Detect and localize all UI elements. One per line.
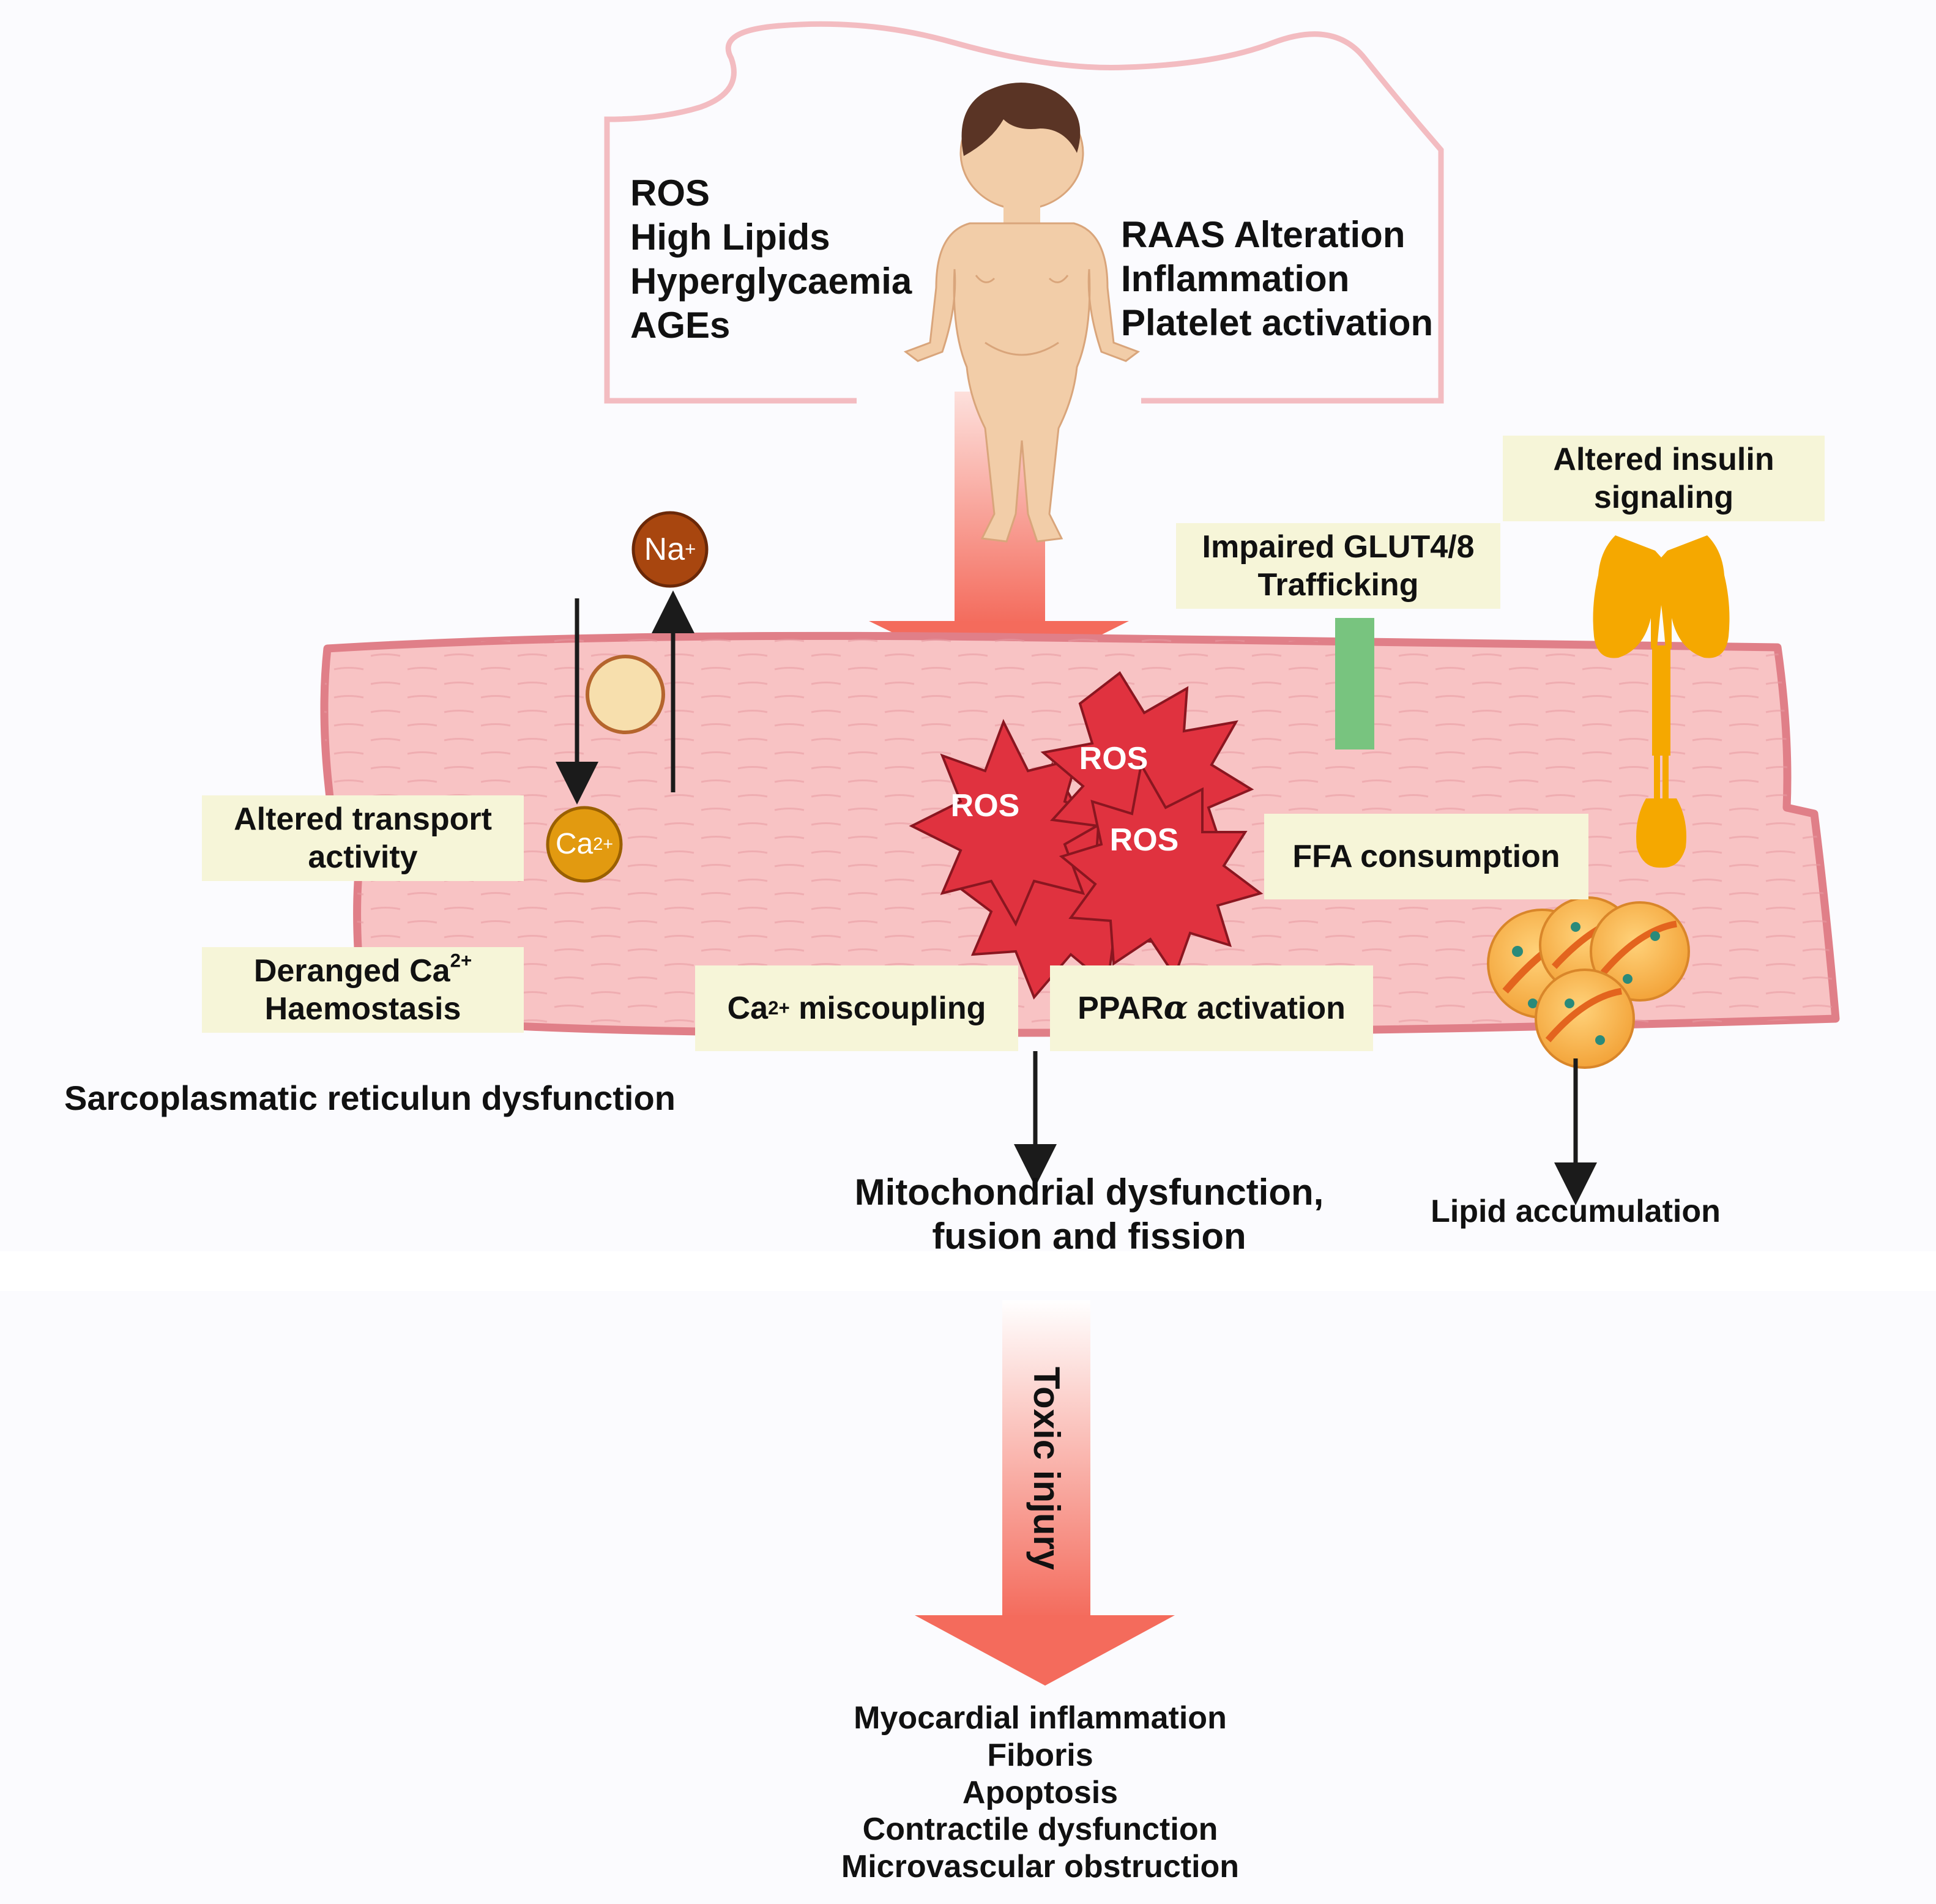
ros-label: ROS — [1079, 740, 1149, 776]
risk-factor: ROS — [630, 173, 710, 214]
patient-frame-outline — [604, 21, 1444, 404]
ros-label: ROS — [1109, 822, 1179, 858]
patient-figure — [903, 83, 1141, 543]
sodium-ion-label: Na+ — [644, 531, 696, 567]
altered-insulin-box: Altered insulin signaling — [1503, 436, 1825, 521]
outcome-item: Myocardial inflammation — [854, 1700, 1227, 1736]
risk-factors-left: ROS High Lipids Hyperglycaemia AGEs — [630, 171, 948, 349]
toxic-arrow-head — [915, 1615, 1175, 1686]
ffa-consumption-box: FFA consumption — [1264, 814, 1588, 899]
outcomes-list: Myocardial inflammation Fiboris Apoptosi… — [734, 1695, 1346, 1891]
insulin-receptor — [1593, 535, 1730, 868]
risk-factor: Platelet activation — [1121, 302, 1434, 343]
glut-transporter — [1335, 618, 1374, 749]
risk-factor: AGEs — [630, 305, 731, 346]
lipid-accumulation-caption: Lipid accumulation — [1431, 1193, 1721, 1229]
risk-factor: RAAS Alteration — [1121, 214, 1405, 255]
toxic-injury-label: Toxic injury — [1026, 1366, 1067, 1571]
ros-cluster — [909, 671, 1264, 1000]
risk-factor: High Lipids — [630, 217, 830, 258]
calcium-ion — [546, 806, 623, 883]
lipid-droplets — [1487, 896, 1690, 1069]
lipid-droplet-3 — [1590, 901, 1690, 1002]
ros-star-1 — [909, 719, 1111, 927]
ros-label: ROS — [950, 787, 1020, 824]
exchanger-channel — [586, 655, 665, 734]
sr-dysfunction-caption: Sarcoplasmatic reticulun dysfunction — [64, 1079, 676, 1118]
risk-factor: Inflammation — [1121, 258, 1350, 299]
toxic-arrow-shaft — [1002, 1300, 1090, 1618]
outcome-item: Contractile dysfunction — [862, 1812, 1218, 1848]
mitochondrial-caption: Mitochondrial dysfunction, fusion and fi… — [854, 1172, 1324, 1257]
lipid-droplet-4 — [1535, 969, 1635, 1069]
sodium-ion — [631, 511, 709, 588]
altered-transport-box: Altered transport activity — [202, 795, 524, 881]
impaired-glut-box: Impaired GLUT4/8 Trafficking — [1176, 523, 1500, 609]
deranged-calcium-box: Deranged Ca2+ Haemostasis — [202, 947, 524, 1033]
risk-factor: Hyperglycaemia — [630, 261, 912, 302]
outcome-item: Microvascular obstruction — [841, 1849, 1240, 1885]
outcome-item: Fiboris — [987, 1737, 1093, 1773]
risk-factors-right: RAAS Alteration Inflammation Platelet ac… — [1121, 213, 1439, 348]
outcome-item: Apoptosis — [962, 1774, 1119, 1810]
lower-panel-background — [0, 1291, 1936, 1904]
